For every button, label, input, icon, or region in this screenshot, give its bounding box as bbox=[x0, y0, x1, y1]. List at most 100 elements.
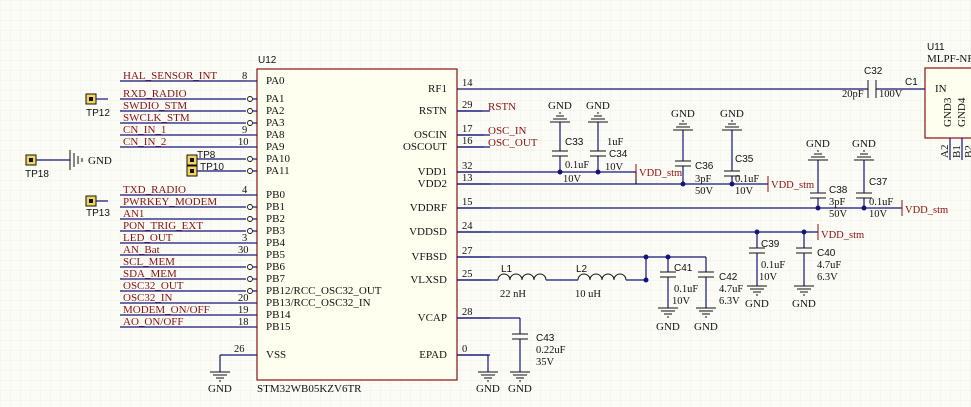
svg-text:10V: 10V bbox=[672, 296, 691, 307]
u12-ref: U12 bbox=[258, 55, 277, 66]
u12-pin-pb5[interactable]: PB5 30 AN_Bat bbox=[120, 244, 285, 261]
gnd-tp18: GND bbox=[69, 150, 112, 170]
c34[interactable]: 1uF C34 10V bbox=[590, 122, 628, 173]
u12-pin-pb1[interactable]: PB1 PWRKEY_MODEM bbox=[120, 196, 285, 213]
c37[interactable]: C37 0.1uF 10V bbox=[856, 160, 893, 220]
net-label: PON_TRIG_EXT bbox=[123, 220, 203, 232]
svg-text:C43: C43 bbox=[536, 333, 555, 344]
pin-name: PA9 bbox=[266, 141, 285, 153]
u11-pin-b2: B2 bbox=[963, 145, 971, 158]
tp13[interactable]: TP13 bbox=[85, 195, 110, 219]
pin-number: 17 bbox=[462, 124, 473, 135]
gnd-label: GND bbox=[88, 155, 112, 167]
tp12[interactable]: TP12 bbox=[85, 93, 110, 119]
pin-name: PB0 bbox=[266, 189, 285, 201]
c38[interactable]: C38 3pF 50V bbox=[810, 160, 848, 220]
svg-text:0.1uF: 0.1uF bbox=[674, 284, 698, 295]
net-label: PWRKEY_MODEM bbox=[123, 196, 217, 208]
u12-pin-pa11[interactable]: PA11 bbox=[197, 165, 290, 177]
pin-number: 30 bbox=[238, 245, 249, 256]
vdd-stm-1: VDD_stm bbox=[639, 168, 682, 179]
rstn-net: RSTN bbox=[488, 101, 516, 113]
gnd-c43: GND bbox=[508, 371, 532, 395]
c33[interactable]: C33 0.1uF 10V bbox=[552, 122, 589, 185]
u11-pin-a2: A2 bbox=[939, 145, 951, 158]
c39[interactable]: C39 0.1uF 10V bbox=[749, 232, 785, 286]
svg-text:GND: GND bbox=[745, 298, 769, 310]
svg-text:C39: C39 bbox=[761, 239, 780, 250]
pin-number: 3 bbox=[242, 233, 247, 244]
pin-name: PB4 bbox=[266, 237, 285, 249]
pin-name: RF1 bbox=[428, 83, 447, 95]
u12-body[interactable] bbox=[256, 68, 458, 381]
pin-name: PB1 bbox=[266, 201, 285, 213]
pin-number: 18 bbox=[238, 317, 249, 328]
tp8[interactable]: TP8 bbox=[186, 150, 216, 166]
svg-text:10 uH: 10 uH bbox=[575, 289, 601, 300]
tp18[interactable]: TP18 bbox=[25, 154, 70, 180]
c32[interactable]: C32 20pF 100V bbox=[842, 66, 903, 100]
tp18-label: TP18 bbox=[25, 169, 49, 180]
tp8-label: TP8 bbox=[197, 150, 216, 161]
pin-number: 24 bbox=[462, 221, 473, 232]
net-label: SCL_MEM bbox=[123, 256, 175, 268]
svg-text:L1: L1 bbox=[501, 264, 513, 275]
svg-text:GND: GND bbox=[720, 108, 744, 120]
pin-number: 32 bbox=[462, 161, 473, 172]
svg-text:GND: GND bbox=[671, 108, 695, 120]
c43[interactable]: C43 0.22uF 35V bbox=[512, 318, 566, 372]
c41[interactable]: C41 0.1uF 10V bbox=[660, 257, 698, 308]
net-label: TXD_RADIO bbox=[123, 184, 186, 196]
vss-pin-number: 26 bbox=[234, 344, 245, 355]
svg-text:0.1uF: 0.1uF bbox=[869, 197, 893, 208]
svg-text:10V: 10V bbox=[563, 174, 582, 185]
gnd-label: GND bbox=[208, 383, 232, 395]
net-label: CN_IN_1 bbox=[123, 124, 166, 136]
c42[interactable]: C42 4.7uF 6.3V bbox=[698, 257, 743, 308]
pin-name: PB5 bbox=[266, 249, 285, 261]
u11-pin-b1: B1 bbox=[951, 145, 963, 158]
l2[interactable]: L2 10 uH bbox=[575, 264, 627, 300]
pin-name: PB14 bbox=[266, 309, 291, 321]
svg-text:3pF: 3pF bbox=[695, 174, 712, 185]
pin-name: OSCIN bbox=[414, 129, 447, 141]
net-label: AN_Bat bbox=[123, 244, 160, 256]
svg-text:4.7uF: 4.7uF bbox=[817, 260, 841, 271]
pin-name: PB2 bbox=[266, 213, 285, 225]
svg-text:22 nH: 22 nH bbox=[500, 289, 526, 300]
u11-pin-in: IN bbox=[935, 83, 947, 95]
c36[interactable]: C36 3pF 50V bbox=[675, 130, 714, 197]
svg-text:0.1uF: 0.1uF bbox=[735, 174, 759, 185]
pin-name: VDD1 bbox=[418, 166, 447, 178]
c35[interactable]: C35 0.1uF 10V bbox=[724, 130, 759, 197]
tp10[interactable]: TP10 bbox=[186, 162, 224, 177]
vss-pin-name: VSS bbox=[266, 349, 286, 361]
l1[interactable]: L1 22 nH bbox=[497, 264, 547, 300]
pin-name: PA10 bbox=[266, 153, 291, 165]
pin-number: 16 bbox=[462, 136, 473, 147]
u11-body[interactable] bbox=[924, 67, 971, 139]
pin-number: 10 bbox=[238, 137, 249, 148]
u12-pin-pa10[interactable]: PA10 bbox=[197, 153, 291, 165]
c40[interactable]: C40 4.7uF 6.3V bbox=[796, 232, 841, 286]
gnd-c40: GND bbox=[792, 285, 816, 310]
